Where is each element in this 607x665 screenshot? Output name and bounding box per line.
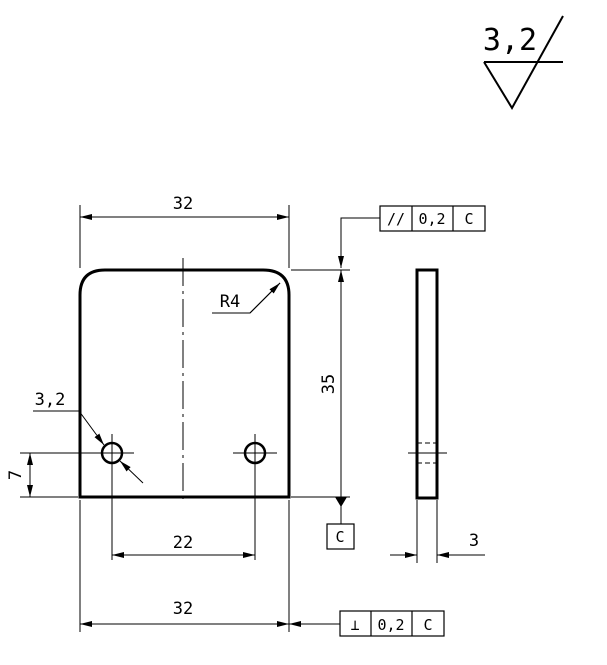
perpendicularity-frame: ⊥ 0,2 C [289, 610, 445, 637]
corner-radius-label: R4 [220, 292, 240, 312]
datum-label: C [335, 528, 344, 546]
hole-diameter-label: 3,2 [35, 390, 66, 410]
front-view [78, 258, 291, 500]
hole-offset-label: 7 [6, 470, 26, 480]
dim-bottom-width: 32 [79, 500, 290, 632]
perpendicularity-datum: C [423, 616, 432, 634]
perpendicularity-symbol: ⊥ [350, 616, 359, 634]
dim-hole-offset: 7 [6, 452, 100, 498]
top-width-label: 32 [173, 194, 193, 214]
side-view [408, 268, 447, 500]
dim-hole-diameter: 3,2 [33, 390, 144, 484]
datum-marker: C [326, 497, 355, 550]
roughness-value: 3,2 [483, 23, 537, 58]
height-label: 35 [319, 374, 339, 394]
hole-spacing-label: 22 [173, 533, 193, 553]
side-plate [415, 268, 439, 500]
bottom-width-label: 32 [173, 599, 193, 619]
surface-finish-symbol: 3,2 [483, 15, 564, 110]
plate-outline [78, 268, 291, 499]
parallelism-frame: // 0,2 C [338, 205, 486, 268]
parallelism-datum: C [464, 210, 473, 228]
dim-height: 35 [291, 269, 350, 498]
parallelism-value: 0,2 [418, 210, 445, 228]
perpendicularity-value: 0,2 [377, 616, 404, 634]
thickness-label: 3 [469, 531, 479, 551]
dim-hole-spacing: 22 [111, 466, 256, 560]
dim-corner-radius: R4 [212, 282, 281, 314]
dim-top-width: 32 [79, 194, 290, 268]
parallelism-symbol: // [387, 210, 405, 228]
dim-thickness: 3 [390, 500, 485, 563]
